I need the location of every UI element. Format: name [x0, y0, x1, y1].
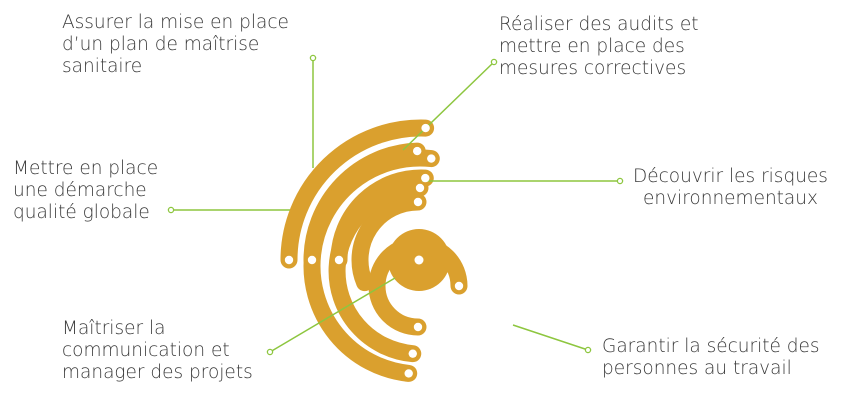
arc-inner-right-dot-end: [454, 281, 464, 291]
arc-inner-right: [368, 236, 468, 336]
arc-inner-left-dot-start: [334, 255, 344, 265]
label-audits: Réaliser des audits et mettre en place d…: [499, 14, 699, 79]
arc-mid-right-dot-start: [408, 349, 417, 358]
connector-environment-terminal: [616, 177, 624, 185]
arc-inner-left-dot-end: [421, 173, 430, 183]
label-safety: Garantir la sécurité des personnes au tr…: [602, 336, 820, 379]
connector-quality-terminal: [167, 206, 175, 214]
arc-outer-right-dot-end: [427, 154, 436, 163]
arc-outer-right: [303, 149, 440, 382]
arc-outer-left-dot-end: [421, 123, 430, 133]
arc-core-left: [351, 193, 427, 292]
connector-communication: [269, 277, 396, 353]
arc-end-dots: [284, 123, 464, 378]
arc-inner-right-dot-start: [413, 322, 423, 332]
arc-mid-right: [328, 179, 429, 363]
connector-audits-terminal: [490, 58, 498, 66]
center-dot: [414, 255, 424, 265]
label-environment: Découvrir les risques environnementaux: [633, 166, 828, 209]
connector-haccp-plan-terminal: [309, 54, 317, 62]
label-haccp-plan: Assurer la mise en place d’un plan de ma…: [62, 12, 289, 77]
arc-mid-left-dot-start: [307, 255, 317, 265]
arc-core-left-dot-end: [413, 197, 423, 207]
arc-mid-right-dot-end: [415, 183, 425, 193]
arc-mid-left-dot-end: [413, 146, 422, 156]
connector-safety: [512, 324, 589, 351]
connector-communication-terminal: [266, 348, 274, 356]
label-communication: Maîtriser la communication et manager de…: [62, 318, 253, 383]
spiral-arcs: [280, 119, 468, 382]
arc-outer-left: [280, 119, 435, 269]
connector-audits: [402, 61, 495, 151]
label-quality: Mettre en place une démarche qualité glo…: [13, 158, 159, 223]
connector-safety-terminal: [584, 346, 592, 354]
arc-outer-right-dot-start: [404, 369, 413, 378]
arc-outer-left-dot-start: [284, 255, 294, 265]
connector-lines: [167, 54, 624, 356]
